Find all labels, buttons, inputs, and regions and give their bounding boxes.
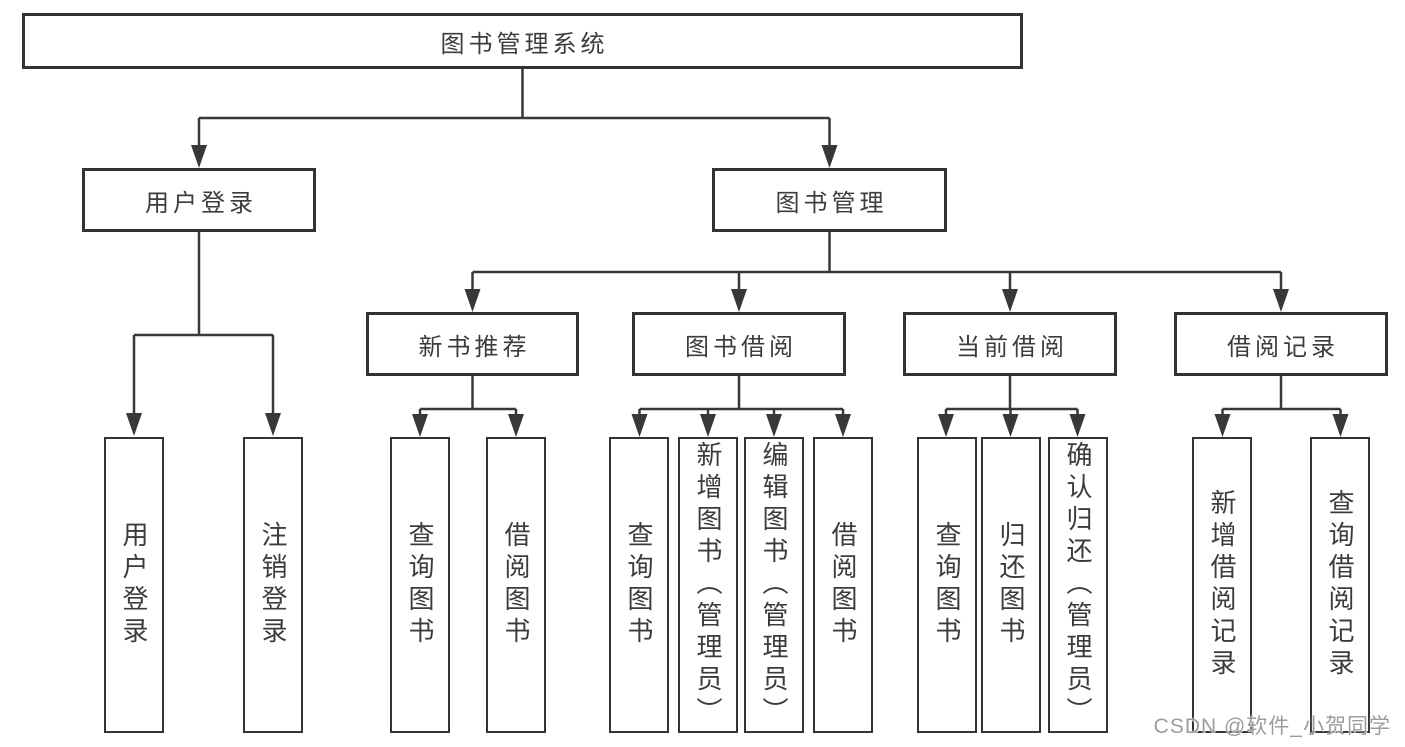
leaf-borrow-books-recommend: 借阅图书: [486, 437, 546, 733]
node-label: 借阅图书: [501, 521, 531, 649]
arrowhead: [835, 414, 851, 437]
leaf-add-books-admin: 新增图书（管理员）: [678, 437, 738, 733]
node-label: 编辑图书（管理员）: [759, 441, 789, 729]
arrowhead: [631, 414, 648, 437]
connector-book-mgmt-to-level3: [471, 232, 1283, 291]
node-library-management-system: 图书管理系统: [22, 13, 1023, 69]
node-label: 用户登录: [119, 521, 149, 649]
arrowhead: [412, 414, 428, 437]
leaf-query-books-recommend: 查询图书: [390, 437, 450, 733]
arrowhead: [766, 414, 782, 437]
arrowhead: [1069, 414, 1086, 437]
leaf-logout: 注销登录: [243, 437, 303, 733]
arrowheads: [126, 145, 1349, 437]
arrowhead: [464, 289, 481, 312]
arrowhead: [1002, 289, 1018, 312]
arrowhead: [700, 414, 716, 437]
node-label: 图书管理: [775, 189, 888, 217]
node-label: 查询图书: [624, 521, 654, 649]
node-label: 查询图书: [405, 521, 435, 649]
arrowhead: [126, 413, 142, 436]
node-current-borrowing: 当前借阅: [903, 312, 1117, 376]
leaf-query-books-current: 查询图书: [917, 437, 977, 733]
leaf-edit-books-admin: 编辑图书（管理员）: [744, 437, 804, 733]
leaf-return-books: 归还图书: [981, 437, 1041, 733]
arrowhead: [1214, 414, 1231, 437]
node-label: 确认归还（管理员）: [1063, 441, 1093, 729]
node-book-management: 图书管理: [712, 168, 947, 232]
arrowhead: [191, 145, 207, 168]
leaf-query-borrow-record: 查询借阅记录: [1310, 437, 1370, 733]
node-user-login: 用户登录: [82, 168, 316, 232]
arrowhead: [731, 289, 747, 312]
connector-borrow-record-to-leaves: [1221, 376, 1342, 416]
leaf-confirm-return-admin: 确认归还（管理员）: [1048, 437, 1108, 733]
node-label: 借阅记录: [1227, 333, 1339, 361]
connector-book-borrow-to-leaves: [638, 376, 845, 416]
node-book-borrowing: 图书借阅: [632, 312, 846, 376]
arrowhead: [508, 414, 524, 437]
node-label: 查询借阅记录: [1325, 489, 1355, 681]
node-label: 图书管理系统: [440, 30, 609, 58]
leaf-user-login: 用户登录: [104, 437, 164, 733]
node-label: 归还图书: [996, 521, 1026, 649]
arrowhead: [265, 413, 281, 436]
node-label: 新书推荐: [418, 333, 531, 361]
node-label: 借阅图书: [828, 521, 858, 649]
connector-current-borrow-to-leaves: [944, 376, 1079, 416]
node-label: 新增借阅记录: [1207, 489, 1237, 681]
node-label: 图书借阅: [685, 333, 797, 361]
arrowhead: [821, 145, 838, 168]
node-label: 当前借阅: [956, 333, 1068, 361]
arrowhead: [1273, 289, 1289, 312]
arrowhead: [938, 414, 954, 437]
connector-root-to-level2: [197, 69, 831, 147]
node-borrowing-records: 借阅记录: [1174, 312, 1388, 376]
node-new-book-recommend: 新书推荐: [366, 312, 579, 376]
node-label: 新增图书（管理员）: [693, 441, 723, 729]
csdn-watermark: CSDN @软件_小贺同学: [1153, 715, 1391, 738]
arrowhead: [1332, 414, 1349, 437]
arrowhead: [1002, 414, 1019, 437]
connector-new-book-to-leaves: [418, 376, 518, 416]
node-label: 用户登录: [145, 189, 257, 217]
leaf-add-borrow-record: 新增借阅记录: [1192, 437, 1252, 733]
node-label: 查询图书: [932, 521, 962, 649]
leaf-query-books-borrowing: 查询图书: [609, 437, 669, 733]
connector-user-login-to-leaves: [132, 232, 275, 415]
leaf-borrow-books: 借阅图书: [813, 437, 873, 733]
node-label: 注销登录: [258, 521, 288, 649]
